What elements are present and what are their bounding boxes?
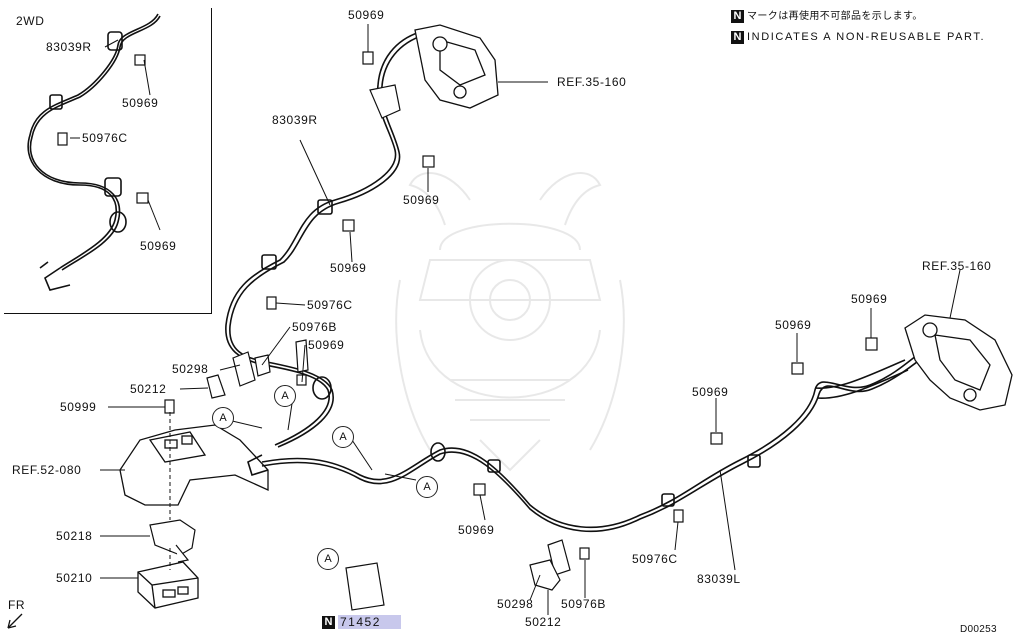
- label-ref-35-160-right: REF.35-160: [922, 259, 992, 273]
- callout-a-5: A: [317, 548, 339, 570]
- caliper-top: [414, 24, 499, 109]
- cable-83039l: [247, 344, 935, 533]
- n-symbol-icon: N: [731, 10, 744, 23]
- label-bottom-50976b: 50976B: [561, 597, 606, 611]
- label-main-50999: 50999: [60, 400, 97, 414]
- label-bottom-50298: 50298: [497, 597, 534, 611]
- callout-a-4: A: [416, 476, 438, 498]
- callout-a-3: A: [332, 426, 354, 448]
- diagram-code: D00253: [960, 624, 997, 635]
- label-inset-50969-b: 50969: [140, 239, 177, 253]
- label-right-50969-b: 50969: [775, 318, 812, 332]
- label-bottom-50976c: 50976C: [632, 552, 678, 566]
- label-main-50969-clip: 50969: [330, 261, 367, 275]
- inset-title: 2WD: [16, 14, 45, 28]
- label-inset-50969-a: 50969: [122, 96, 159, 110]
- label-right-50969-c: 50969: [692, 385, 729, 399]
- inset-frame-2wd: [4, 8, 212, 314]
- label-inset-83039r: 83039R: [46, 40, 92, 54]
- caliper-right: [904, 314, 1013, 411]
- label-top-50969: 50969: [348, 8, 385, 22]
- callout-a-1: A: [212, 407, 234, 429]
- label-main-50210: 50210: [56, 571, 93, 585]
- label-center-50969: 50969: [458, 523, 495, 537]
- ecu-50210: [137, 561, 199, 609]
- label-main-83039r: 83039R: [272, 113, 318, 127]
- label-main-50212: 50212: [130, 382, 167, 396]
- label-ref-52-080: REF.52-080: [12, 463, 82, 477]
- callout-a-2: A: [274, 385, 296, 407]
- front-arrow-icon: [7, 613, 23, 629]
- label-right-50969-a: 50969: [851, 292, 888, 306]
- part-number-text: 71452: [338, 615, 401, 629]
- label-main-50969-left: 50969: [308, 338, 345, 352]
- note-jp-text: マークは再使用不可部品を示します。: [747, 11, 923, 23]
- bottom-bracket-leaders: [529, 560, 586, 615]
- label-bottom-50212: 50212: [525, 615, 562, 629]
- leader-lines: [100, 24, 961, 579]
- bracket-top: [342, 51, 435, 232]
- label-main-50218: 50218: [56, 529, 93, 543]
- samurai-watermark: [395, 172, 625, 472]
- label-inset-50976c: 50976C: [82, 131, 128, 145]
- label-main-50969-mid: 50969: [403, 193, 440, 207]
- mounting-plate: [119, 424, 269, 506]
- label-main-83039l: 83039L: [697, 572, 741, 586]
- label-plate: [345, 562, 385, 611]
- inset-cable-83039r: [27, 13, 161, 291]
- inset-bolts: [57, 54, 149, 204]
- inset-leaders: [70, 39, 161, 231]
- n-symbol-icon: N: [322, 616, 335, 630]
- bracket-parts-left: [164, 296, 309, 414]
- label-main-50976b: 50976B: [292, 320, 337, 334]
- label-main-50976c: 50976C: [307, 298, 353, 312]
- label-main-50298: 50298: [172, 362, 209, 376]
- front-label: FR: [8, 598, 26, 612]
- bracket-50218: [149, 519, 196, 563]
- note-en-text: INDICATES A NON-REUSABLE PART.: [747, 31, 986, 43]
- n-symbol-icon: N: [731, 30, 744, 44]
- label-ref-35-160-top: REF.35-160: [557, 75, 627, 89]
